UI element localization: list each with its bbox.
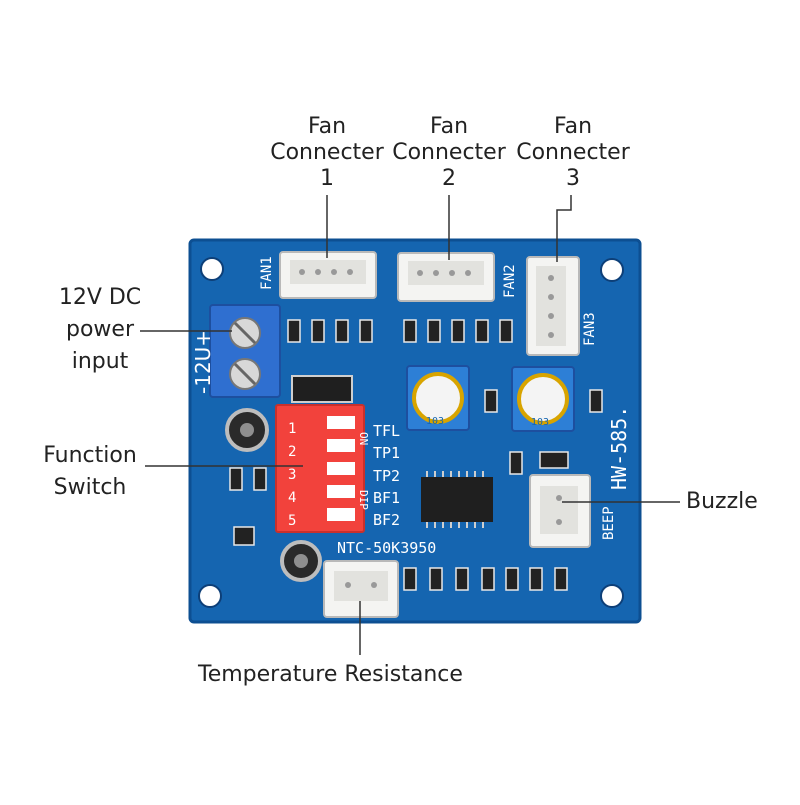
dip-on-label: ON [357, 432, 370, 445]
callout-text: Connecter [516, 140, 630, 165]
leader-fan3 [556, 195, 572, 262]
power-silkscreen: -12U+ [191, 330, 215, 394]
callout-text: Temperature Resistance [198, 662, 463, 687]
dip-number-2: 2 [288, 444, 296, 460]
capacitor-1 [225, 408, 269, 452]
potentiometer-2 [511, 366, 575, 432]
function-label-tp1: TP1 [373, 444, 400, 462]
dip-dip-label: DIP [357, 490, 370, 510]
callout-buzzle: Buzzle [686, 489, 758, 515]
pot1-silkscreen: 103 [426, 416, 444, 427]
power-terminal-block [209, 304, 281, 398]
callout-text: Fan [553, 114, 593, 139]
dip-number-3: 3 [288, 467, 296, 483]
callout-text: 1 [320, 166, 334, 191]
callout-function-switch: Function Switch [25, 440, 155, 504]
mounting-hole-bottom-right [600, 584, 624, 608]
potentiometer-1 [406, 365, 470, 431]
function-label-bf1: BF1 [373, 489, 400, 507]
model-silkscreen: HW-585. [607, 406, 631, 490]
fan-connector-3 [526, 256, 580, 356]
fan-connector-2 [397, 252, 495, 302]
pot2-silkscreen: 103 [531, 417, 549, 428]
callout-temperature-resistance: Temperature Resistance [198, 662, 463, 688]
main-ic [421, 471, 493, 528]
callout-text: 3 [566, 166, 580, 191]
callout-text: Fan [429, 114, 469, 139]
fan2-silkscreen: FAN2 [502, 264, 518, 298]
callout-text: power [66, 317, 134, 342]
function-label-bf2: BF2 [373, 511, 400, 529]
fan1-silkscreen: FAN1 [259, 256, 275, 290]
callout-text: 2 [442, 166, 456, 191]
callout-text: 12V DC [58, 285, 142, 310]
dip-switch [275, 404, 365, 533]
regulator-ic [291, 375, 353, 403]
fan3-silkscreen: FAN3 [582, 312, 598, 346]
callout-fan-connecter-1: Fan Connecter 1 [267, 114, 387, 192]
ntc-silkscreen: NTC-50K3950 [337, 539, 436, 557]
callout-text: Buzzle [686, 489, 758, 514]
fan-connector-1 [279, 251, 377, 299]
callout-text: Switch [53, 475, 127, 500]
callout-power-input: 12V DC power input [45, 282, 155, 378]
dip-number-1: 1 [288, 421, 296, 437]
leader-lines [140, 195, 680, 655]
callout-text: Connecter [270, 140, 384, 165]
buzzer-connector [529, 474, 591, 548]
callout-text: input [71, 349, 129, 374]
function-label-tfl: TFL [373, 422, 400, 440]
callout-fan-connecter-2: Fan Connecter 2 [389, 114, 509, 192]
beep-silkscreen: BEEP [601, 506, 617, 540]
callout-text: Function [43, 443, 137, 468]
dip-number-5: 5 [288, 513, 296, 529]
capacitor-2 [280, 540, 322, 582]
dip-number-4: 4 [288, 490, 296, 506]
callout-text: Fan [307, 114, 347, 139]
mounting-hole-top-right [600, 258, 624, 282]
mounting-hole-top-left [200, 257, 224, 281]
function-label-tp2: TP2 [373, 467, 400, 485]
temperature-connector [323, 560, 399, 618]
callout-fan-connecter-3: Fan Connecter 3 [513, 114, 633, 192]
smd-components-bottom [229, 389, 603, 591]
smd-components-top [287, 319, 513, 343]
callout-text: Connecter [392, 140, 506, 165]
mounting-hole-bottom-left [198, 584, 222, 608]
